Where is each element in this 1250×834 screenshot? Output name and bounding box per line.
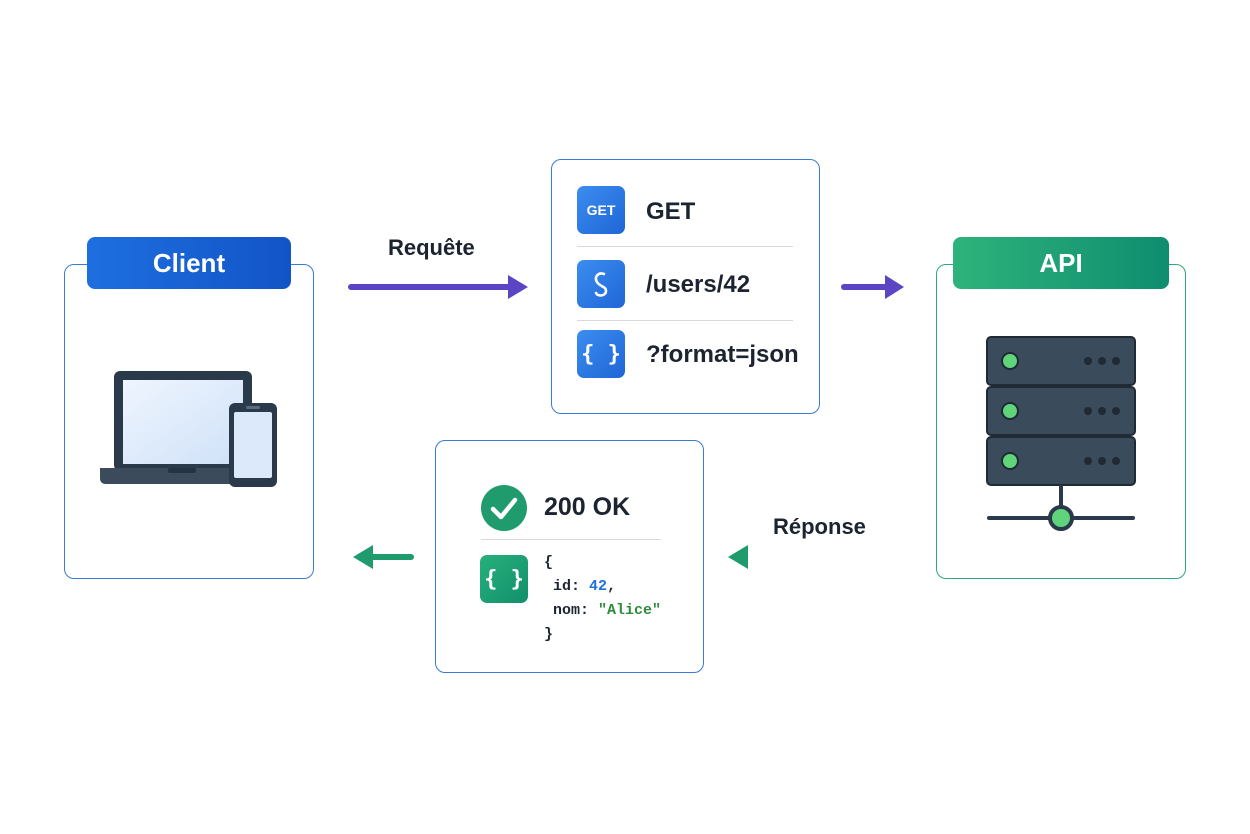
request-path: /users/42	[646, 271, 751, 298]
response-box: 200 OK { } { id: 42, nom: "Alice" }	[435, 440, 704, 673]
request-arrow	[348, 275, 528, 299]
response-arrow	[728, 545, 907, 569]
braces-icon: { }	[480, 555, 528, 603]
braces-icon: { }	[577, 330, 625, 378]
path-icon	[577, 260, 625, 308]
request-method: GET	[646, 198, 696, 225]
laptop-phone-icon	[100, 371, 277, 487]
request-label: Requête	[388, 235, 475, 260]
divider	[577, 246, 793, 247]
request-query: ?format=json	[646, 341, 799, 368]
code-key-id: id	[553, 578, 572, 595]
client-arrow	[353, 545, 414, 569]
request-box: GET GET /users/42 { } ?format=json	[551, 159, 820, 414]
client-title: Client	[87, 237, 291, 289]
code-value-nom: "Alice"	[598, 602, 662, 619]
api-title: API	[953, 237, 1169, 289]
divider	[577, 320, 793, 321]
check-circle-icon	[481, 485, 527, 531]
divider	[481, 539, 661, 540]
method-icon: GET	[577, 186, 625, 234]
response-body: { id: 42, nom: "Alice" }	[544, 554, 662, 643]
code-brace-open: {	[544, 554, 554, 571]
api-arrow	[841, 275, 904, 299]
response-status: 200 OK	[544, 493, 631, 521]
code-key-nom: nom	[553, 602, 581, 619]
code-value-id: 42	[589, 578, 608, 595]
server-rack-icon	[986, 336, 1136, 531]
code-brace-close: }	[544, 626, 554, 643]
response-label: Réponse	[773, 514, 866, 539]
